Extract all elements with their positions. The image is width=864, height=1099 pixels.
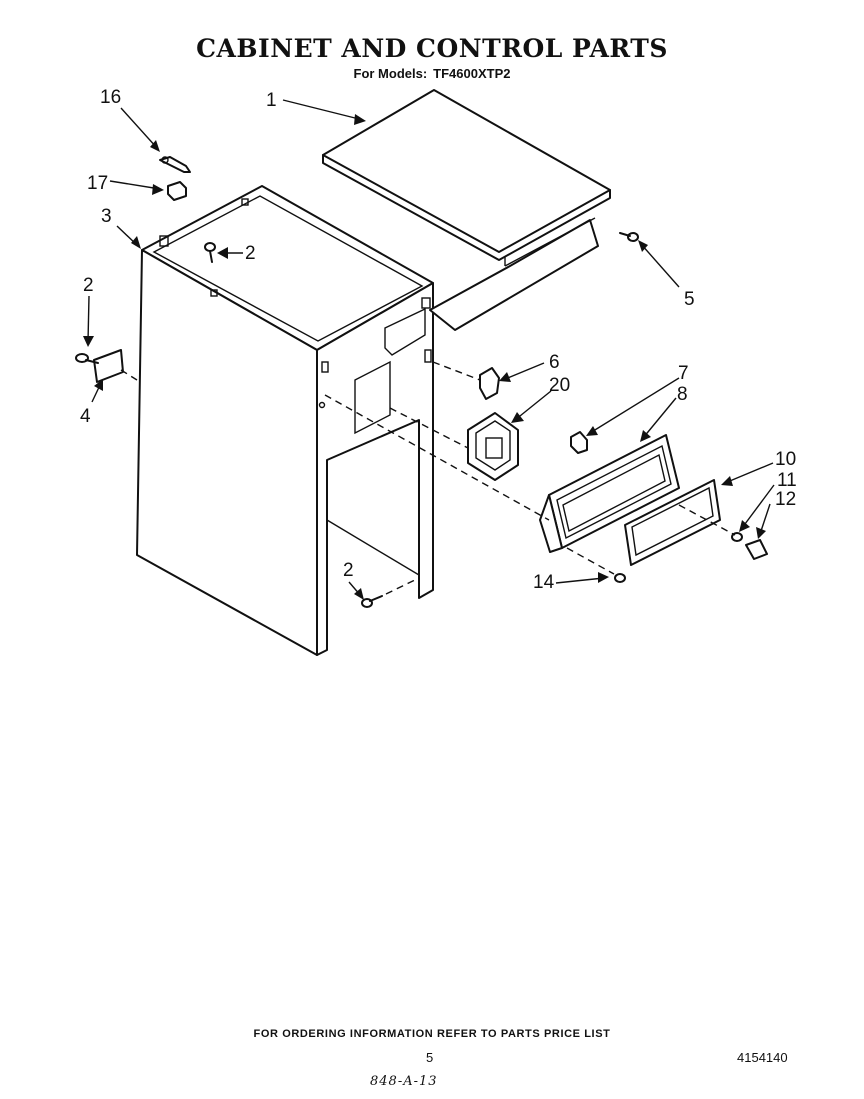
callout-5: 5 [684,289,695,310]
callout-20: 20 [549,375,570,396]
clip-part-16 [159,156,191,173]
callout-14: 14 [533,572,555,593]
callout-2-top: 2 [245,243,256,264]
handwritten-note: 848-A-13 [370,1074,438,1089]
page-number: 5 [426,1050,434,1065]
callout-7: 7 [678,363,689,384]
bracket-part-4 [75,349,124,383]
ordering-footer: FOR ORDERING INFORMATION REFER TO PARTS … [253,1028,611,1040]
document-number: 4154140 [737,1050,788,1065]
callout-6: 6 [549,352,560,373]
screw-part-5 [619,232,639,242]
callout-numbers: 1 2 2 2 3 4 5 6 7 8 10 11 12 14 16 17 20 [80,87,797,593]
callout-8: 8 [677,384,688,405]
screw-top-part-2 [204,242,216,263]
callout-11: 11 [777,470,797,491]
callout-17: 17 [87,173,108,194]
page-title: CABINET AND CONTROL PARTS [196,34,668,63]
callout-2-bottom: 2 [343,560,354,581]
callout-16: 16 [100,87,121,108]
callout-3: 3 [101,206,112,227]
knob-part-12 [745,539,768,560]
callout-1: 1 [266,90,277,111]
overlay-part-10 [624,479,721,566]
callout-10: 10 [775,449,796,470]
clip-part-7 [570,431,588,454]
leader-lines [83,99,775,600]
callout-2-left: 2 [83,275,94,296]
switch-part-6 [479,367,500,400]
models-label: For Models: [353,66,428,81]
control-housing-part-20 [467,412,519,481]
screw-bottom-part-2 [361,595,383,608]
control-panel-frame-part-8 [539,434,680,553]
callout-12: 12 [775,489,796,510]
callout-4: 4 [80,406,91,427]
bumper-part-17 [167,181,187,201]
top-panel-part-1 [322,89,611,331]
cabinet-part-3 [136,185,434,656]
models-line: For Models: TF4600XTP2 [0,66,864,81]
screw-part-14 [614,573,626,583]
model-number: TF4600XTP2 [433,66,511,81]
